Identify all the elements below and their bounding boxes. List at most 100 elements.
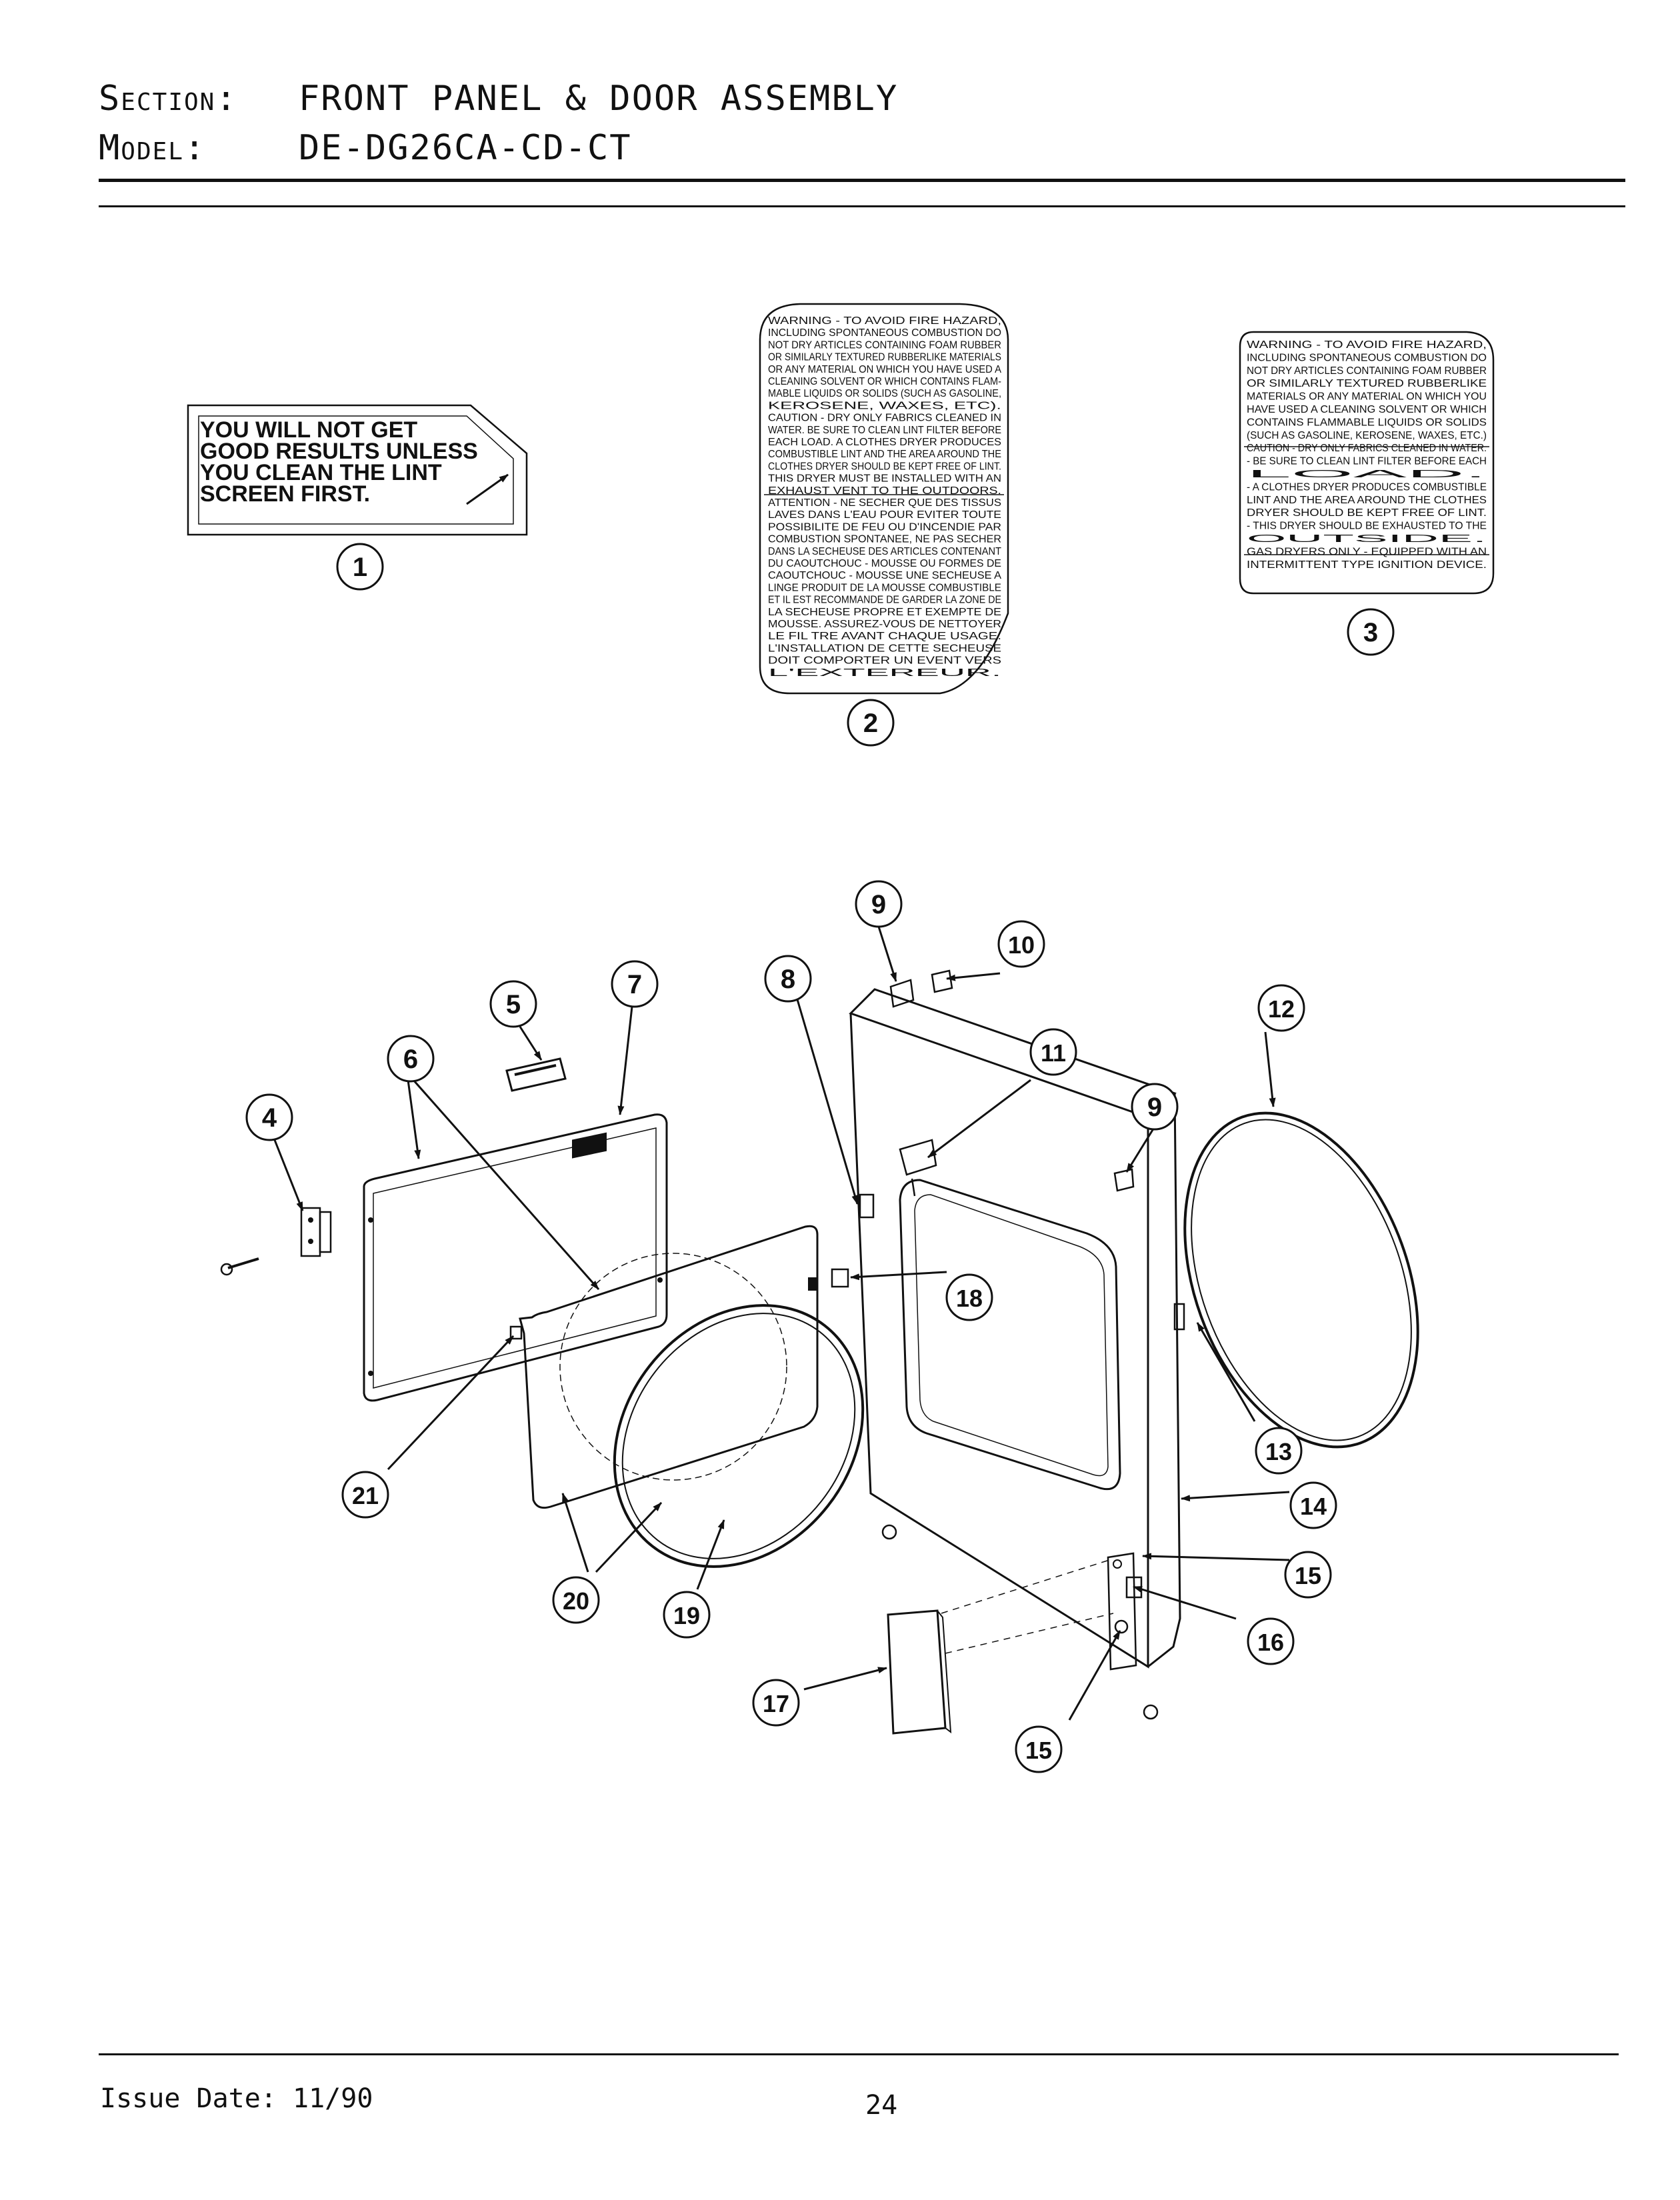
svg-text:18: 18 bbox=[956, 1285, 983, 1312]
label-text-line: EACH LOAD. A CLOTHES DRYER PRODUCES bbox=[768, 437, 1001, 448]
callout-3: 3 bbox=[1347, 608, 1395, 656]
label-text-line: DRYER SHOULD BE KEPT FREE OF LINT. bbox=[1247, 507, 1487, 519]
callout-7: 7 bbox=[611, 960, 659, 1008]
callout-21: 21 bbox=[341, 1471, 389, 1519]
section-title: FRONT PANEL & DOOR ASSEMBLY bbox=[299, 79, 899, 119]
label-text-line: ATTENTION - NE SECHER QUE DES TISSUS bbox=[768, 497, 1001, 509]
label-text-line: MABLE LIQUIDS OR SOLIDS (SUCH AS GASOLIN… bbox=[768, 388, 1001, 399]
door-seal-ring bbox=[613, 1304, 865, 1568]
svg-text:11: 11 bbox=[1041, 1039, 1066, 1067]
screw-part bbox=[881, 1524, 897, 1540]
door-handle-part bbox=[505, 1057, 567, 1092]
label-text-line: EXHAUST VENT TO THE OUTDOORS. bbox=[768, 485, 1001, 497]
screw-part bbox=[1143, 1704, 1159, 1720]
callout-12: 12 bbox=[1257, 984, 1305, 1032]
svg-text:12: 12 bbox=[1268, 995, 1295, 1023]
svg-text:14: 14 bbox=[1300, 1493, 1327, 1520]
clip-part bbox=[889, 969, 1135, 1192]
label-text-line: THIS DRYER MUST BE INSTALLED WITH AN bbox=[768, 473, 1001, 485]
callout-9: 9 bbox=[1131, 1083, 1179, 1131]
outer-door-frame bbox=[509, 1225, 819, 1509]
label-text-line: DOIT COMPORTER UN EVENT VERS bbox=[768, 655, 1001, 667]
callout-13: 13 bbox=[1255, 1427, 1303, 1475]
footer-rule bbox=[99, 2053, 1619, 2055]
page-number: 24 bbox=[865, 2090, 898, 2121]
label-text-line: CLEANING SOLVENT OR WHICH CONTAINS FLAM- bbox=[768, 376, 1001, 387]
callout-10: 10 bbox=[997, 920, 1045, 968]
label-text-line: DU CAOUTCHOUC - MOUSSE OU FORMES DE bbox=[768, 558, 1001, 569]
label-text-line: GAS DRYERS ONLY - EQUIPPED WITH AN bbox=[1247, 546, 1487, 557]
label-text-line: LA SECHEUSE PROPRE ET EXEMPTE DE bbox=[768, 607, 1001, 618]
svg-text:17: 17 bbox=[763, 1690, 789, 1717]
callout-5: 5 bbox=[489, 980, 537, 1028]
model-heading: Model: DE-DG26CA-CD-CT bbox=[99, 128, 632, 168]
callout-1: 1 bbox=[336, 543, 384, 591]
label-text-line: MOUSSE. ASSUREZ-VOUS DE NETTOYER bbox=[768, 619, 1001, 630]
callout-4: 4 bbox=[245, 1093, 293, 1141]
label-text-line: WATER. BE SURE TO CLEAN LINT FILTER BEFO… bbox=[768, 425, 1001, 436]
label-text-line: NOT DRY ARTICLES CONTAINING FOAM RUBBER bbox=[768, 339, 1001, 351]
front-panel bbox=[849, 988, 1185, 1669]
svg-text:15: 15 bbox=[1025, 1737, 1052, 1764]
svg-text:15: 15 bbox=[1295, 1562, 1321, 1589]
callout-8: 8 bbox=[764, 955, 812, 1003]
label-text-line: LINT AND THE AREA AROUND THE CLOTHES bbox=[1247, 495, 1487, 506]
svg-text:16: 16 bbox=[1257, 1629, 1284, 1656]
callout-16: 16 bbox=[1247, 1617, 1295, 1665]
callout-20: 20 bbox=[552, 1576, 600, 1624]
section-heading: Section: FRONT PANEL & DOOR ASSEMBLY bbox=[99, 79, 898, 119]
label-text-line: LINGE PRODUIT DE LA MOUSSE COMBUSTIBLE bbox=[768, 582, 1001, 593]
callout-15: 15 bbox=[1015, 1725, 1063, 1773]
label-text-line: CLOTHES DRYER SHOULD BE KEPT FREE OF LIN… bbox=[768, 461, 1001, 472]
callout-19: 19 bbox=[663, 1591, 711, 1639]
label-warning-bilingual: WARNING - TO AVOID FIRE HAZARD,INCLUDING… bbox=[759, 303, 1009, 695]
model-number: DE-DG26CA-CD-CT bbox=[299, 128, 632, 168]
model-label: Model: bbox=[99, 128, 207, 168]
label-text-line: CONTAINS FLAMMABLE LIQUIDS OR SOLIDS bbox=[1247, 417, 1487, 428]
callout-11: 11 bbox=[1029, 1028, 1077, 1076]
label-text-line: NOT DRY ARTICLES CONTAINING FOAM RUBBER bbox=[1247, 365, 1487, 377]
access-cover-part bbox=[887, 1609, 952, 1735]
svg-text:6: 6 bbox=[403, 1045, 418, 1074]
callout-6: 6 bbox=[387, 1035, 435, 1083]
callout-15: 15 bbox=[1284, 1551, 1332, 1599]
svg-text:9: 9 bbox=[871, 890, 886, 919]
label-text-line: - THIS DRYER SHOULD BE EXHAUSTED TO THE bbox=[1247, 521, 1487, 532]
svg-text:2: 2 bbox=[863, 709, 878, 738]
door-hinge-part bbox=[300, 1207, 332, 1257]
label-text-line: LE FIL TRE AVANT CHAQUE USAGE. bbox=[768, 631, 1001, 642]
label-text-line: LOAD. bbox=[1247, 469, 1487, 480]
label-text-line: LAVES DANS L'EAU POUR EVITER TOUTE bbox=[768, 509, 1001, 521]
section-label: Section: bbox=[99, 79, 238, 119]
label-text-line: WARNING - TO AVOID FIRE HAZARD, bbox=[1247, 339, 1487, 351]
label-text-line: CAUTION - DRY ONLY FABRICS CLEANED IN WA… bbox=[1247, 443, 1487, 454]
label-text-line: - BE SURE TO CLEAN LINT FILTER BEFORE EA… bbox=[1247, 456, 1487, 467]
latch-part bbox=[831, 1268, 849, 1288]
callout-9: 9 bbox=[855, 880, 903, 928]
label-text-line: COMBUSTION SPONTANEE, NE PAS SECHER bbox=[768, 534, 1001, 545]
svg-text:21: 21 bbox=[352, 1482, 379, 1509]
svg-text:8: 8 bbox=[781, 965, 795, 994]
label-text-line: OR ANY MATERIAL ON WHICH YOU HAVE USED A bbox=[768, 364, 1001, 375]
label-text-line: POSSIBILITE DE FEU OU D'INCENDIE PAR bbox=[768, 521, 1001, 533]
svg-text:10: 10 bbox=[1008, 931, 1035, 959]
label-text-line: INTERMITTENT TYPE IGNITION DEVICE. bbox=[1247, 559, 1487, 571]
label1-line: GOOD RESULTS UNLESS bbox=[200, 439, 478, 464]
label1-line: YOU CLEAN THE LINT bbox=[200, 460, 442, 485]
svg-text:19: 19 bbox=[673, 1602, 700, 1629]
label1-line: SCREEN FIRST. bbox=[200, 481, 370, 507]
leader-lines bbox=[273, 926, 1290, 1721]
label-text-line: CAUTION - DRY ONLY FABRICS CLEANED IN bbox=[768, 413, 1001, 424]
label-text-line: DANS LA SECHEUSE DES ARTICLES CONTENANT bbox=[768, 546, 1001, 557]
hinge-bracket-part bbox=[899, 1139, 937, 1197]
label-clean-lint-screen: YOU WILL NOT GET GOOD RESULTS UNLESS YOU… bbox=[187, 404, 528, 536]
label-text-line: INCLUDING SPONTANEOUS COMBUSTION DO bbox=[1247, 352, 1487, 363]
label-text-line: OUTSIDE. bbox=[1247, 533, 1487, 545]
label-text-line: L'INSTALLATION DE CETTE SECHEUSE bbox=[768, 643, 1001, 654]
panel-seal-ring bbox=[1183, 1111, 1419, 1449]
svg-text:5: 5 bbox=[506, 990, 521, 1019]
callout-2: 2 bbox=[847, 699, 895, 747]
callout-14: 14 bbox=[1289, 1481, 1337, 1529]
svg-text:20: 20 bbox=[563, 1587, 589, 1615]
inner-door-panel bbox=[363, 1113, 668, 1402]
